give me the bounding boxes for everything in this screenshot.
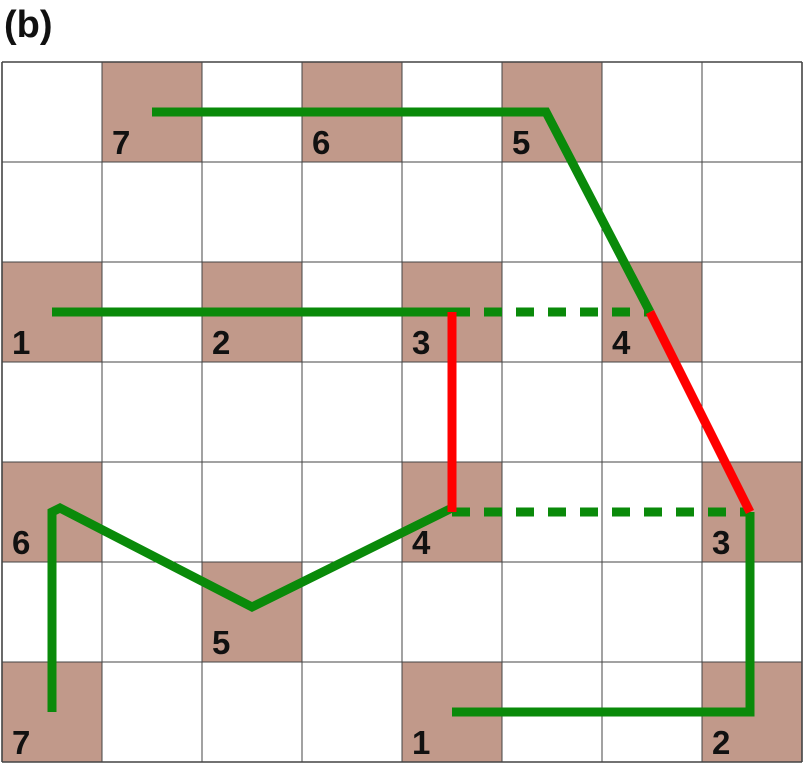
cell-label: 4 <box>612 324 631 361</box>
cell-label: 3 <box>412 324 430 361</box>
cell-label: 7 <box>12 724 30 761</box>
lower-right-path <box>452 512 755 717</box>
cell-label: 2 <box>212 324 230 361</box>
cell-label: 6 <box>12 524 30 561</box>
cell-label: 1 <box>12 324 30 361</box>
top-path <box>152 107 654 315</box>
grid-lines <box>1 61 803 763</box>
cell-label: 2 <box>712 724 730 761</box>
cell-label: 7 <box>112 124 130 161</box>
red-edge-diagonal <box>645 309 755 515</box>
cell-label: 4 <box>412 524 431 561</box>
cell-label: 6 <box>312 124 330 161</box>
cell-labels: 7 6 5 1 2 3 4 6 4 3 5 7 1 2 <box>12 124 730 761</box>
panel-label: (b) <box>4 4 53 46</box>
lower-left-path <box>47 502 454 712</box>
cell-label: 5 <box>212 624 230 661</box>
cell-label: 1 <box>412 724 430 761</box>
path-segments <box>47 107 755 717</box>
cell-label: 5 <box>512 124 530 161</box>
cell-label: 3 <box>712 524 730 561</box>
